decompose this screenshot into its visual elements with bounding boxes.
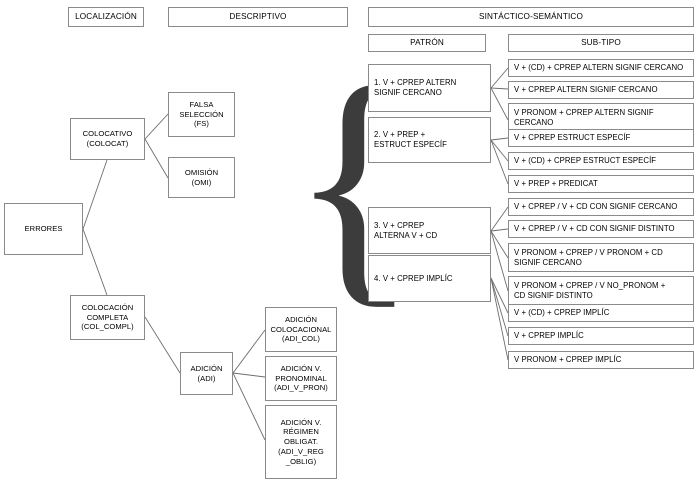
edge-colocativo-omision (144, 138, 169, 179)
edge-patron4-subtipo11 (490, 277, 509, 314)
edge-colcompl-adicion (144, 316, 181, 374)
node-omision: OMISIÓN (OMI) (168, 157, 235, 198)
edge-adicion-adicion-v-pronominal (232, 372, 266, 378)
subheader-patron: PATRÓN (368, 34, 486, 52)
edge-adicion-adicion-colocacional (232, 329, 266, 374)
edge-adicion-adicion-v-regimen (232, 372, 266, 441)
header-descriptivo: DESCRIPTIVO (168, 7, 348, 27)
edge-patron2-subtipo6 (490, 139, 509, 185)
subtype-box-13: V PRONOM + CPREP IMPLÍC (508, 351, 694, 369)
subheader-sub-tipo: SUB-TIPO (508, 34, 694, 52)
subtype-box-2: V + CPREP ALTERN SIGNIF CERCANO (508, 81, 694, 99)
header-localizacion: LOCALIZACIÓN (68, 7, 144, 27)
subtype-box-6: V + PREP + PREDICAT (508, 175, 694, 193)
subtype-box-4: V + CPREP ESTRUCT ESPECÍF (508, 129, 694, 147)
node-adicion-v-regimen-obligat: ADICIÓN V. RÉGIMEN OBLIGAT. (ADI_V_REG _… (265, 405, 337, 479)
subtype-box-10: V PRONOM + CPREP / V NO_PRONOM + CD SIGN… (508, 276, 694, 305)
edge-colocativo-falsa-seleccion (144, 113, 169, 140)
edge-errores-colocacion-completa (82, 228, 108, 296)
edge-errores-colocativo (82, 159, 108, 230)
subtype-box-8: V + CPREP / V + CD CON SIGNIF DISTINTO (508, 220, 694, 238)
subtype-box-9: V PRONOM + CPREP / V PRONOM + CD SIGNIF … (508, 243, 694, 272)
edge-patron3-subtipo9 (490, 230, 509, 259)
subtype-box-1: V + (CD) + CPREP ALTERN SIGNIF CERCANO (508, 59, 694, 77)
node-colocativo: COLOCATIVO (COLOCAT) (70, 118, 145, 160)
node-adicion-colocacional: ADICIÓN COLOCACIONAL (ADI_COL) (265, 307, 337, 352)
header-sintactico-semantico: SINTÁCTICO-SEMÁNTICO (368, 7, 694, 27)
edge-patron1-subtipo1 (490, 67, 509, 89)
pattern-box-4: 4. V + CPREP IMPLÍC (368, 255, 491, 302)
edge-patron1-subtipo2 (490, 87, 509, 90)
edge-patron3-subtipo8 (490, 228, 509, 232)
edge-patron4-subtipo12 (490, 277, 509, 337)
node-adicion-v-pronominal: ADICIÓN V. PRONOMINAL (ADI_V_PRON) (265, 356, 337, 401)
edge-patron1-subtipo3 (490, 87, 509, 121)
subtype-box-11: V + (CD) + CPREP IMPLÍC (508, 304, 694, 322)
node-errores: ERRORES (4, 203, 83, 255)
edge-patron3-subtipo7 (490, 206, 509, 232)
edge-patron2-subtipo5 (490, 139, 509, 162)
subtype-box-7: V + CPREP / V + CD CON SIGNIF CERCANO (508, 198, 694, 216)
node-adicion: ADICIÓN (ADI) (180, 352, 233, 395)
node-colocacion-completa: COLOCACIÓN COMPLETA (COL_COMPL) (70, 295, 145, 340)
subtype-box-5: V + (CD) + CPREP ESTRUCT ESPECÍF (508, 152, 694, 170)
subtype-box-3: V PRONOM + CPREP ALTERN SIGNIF CERCANO (508, 103, 694, 132)
pattern-box-3: 3. V + CPREP ALTERNA V + CD (368, 207, 491, 254)
edge-patron2-subtipo4 (490, 137, 509, 141)
pattern-box-2: 2. V + PREP + ESTRUCT ESPECÍF (368, 117, 491, 163)
node-falsa-seleccion: FALSA SELECCIÓN (FS) (168, 92, 235, 137)
pattern-box-1: 1. V + CPREP ALTERN SIGNIF CERCANO (368, 64, 491, 112)
edge-patron4-subtipo13 (490, 277, 509, 361)
subtype-box-12: V + CPREP IMPLÍC (508, 327, 694, 345)
edge-patron3-subtipo10 (490, 230, 509, 292)
